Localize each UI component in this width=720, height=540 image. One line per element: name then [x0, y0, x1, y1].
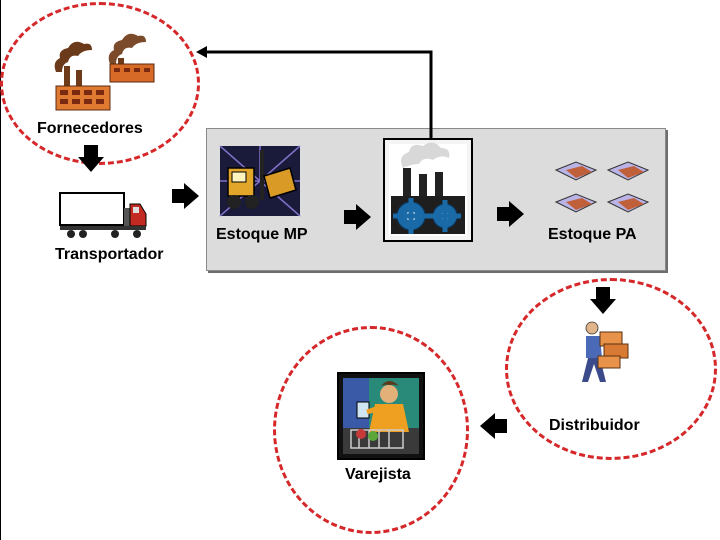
shopper-icon	[337, 372, 425, 460]
carrier-person-icon	[582, 321, 629, 382]
fornecedores-label: Fornecedores	[37, 120, 143, 137]
factory-gears-icon	[383, 138, 473, 242]
left-arrow	[480, 413, 507, 439]
down-arrow-2	[590, 287, 616, 314]
packages-icon	[554, 161, 650, 213]
distribuidor-label: Distribuidor	[549, 417, 640, 434]
right-arrow-2	[344, 204, 371, 230]
varejista-label: Varejista	[345, 466, 411, 483]
right-arrow-3	[497, 201, 524, 227]
estoque-mp-label: Estoque MP	[216, 226, 308, 243]
truck-icon	[59, 192, 147, 238]
right-arrow-1	[172, 183, 199, 209]
distribuidor-circle	[505, 278, 717, 460]
left-border-line	[0, 0, 1, 540]
forklift-icon	[219, 145, 301, 217]
factory-smoke-icon	[54, 33, 155, 111]
estoque-pa-label: Estoque PA	[548, 226, 637, 243]
fornecedores-circle	[0, 2, 200, 165]
down-arrow-1	[78, 145, 104, 172]
varejista-circle	[273, 326, 469, 534]
transportador-label: Transportador	[55, 246, 164, 263]
